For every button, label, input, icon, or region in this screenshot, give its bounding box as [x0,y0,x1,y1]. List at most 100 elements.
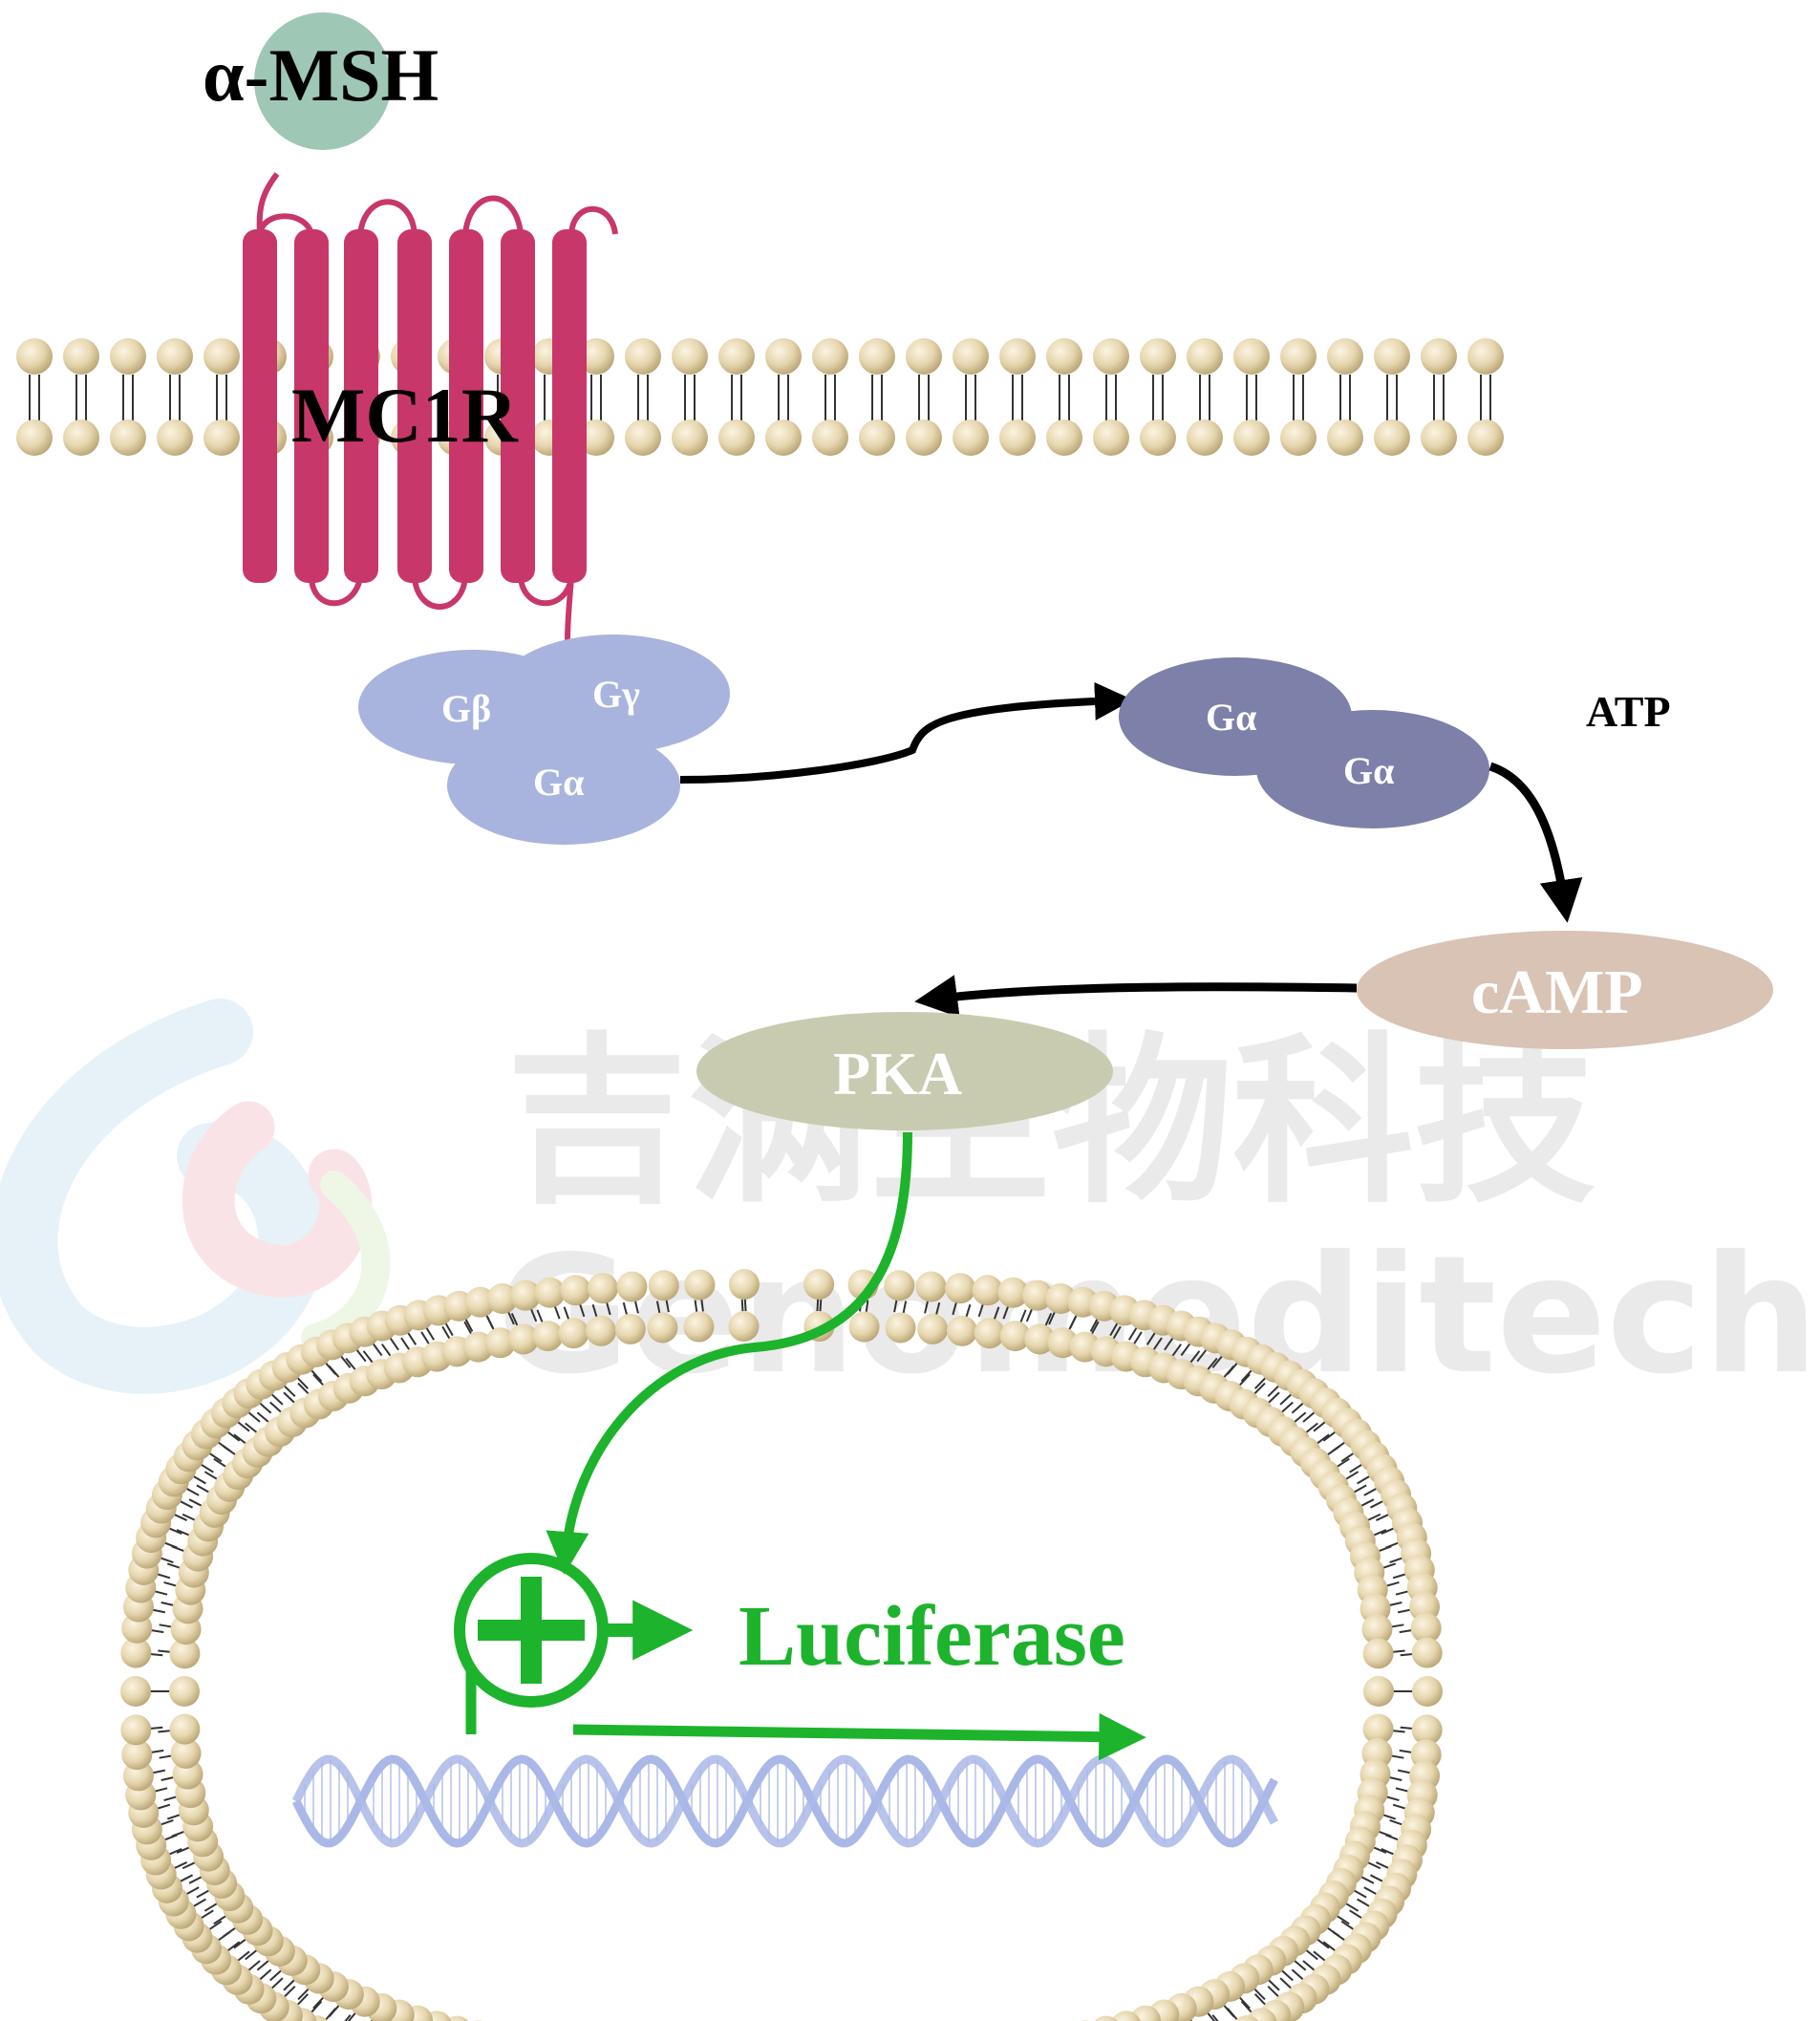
watermark-logo [0,999,326,1394]
nuclear-lipid-head [120,1714,152,1746]
nuclear-lipid-head [884,1270,915,1301]
lipid-head [1421,338,1457,375]
nuclear-lipid-head [1111,2010,1141,2021]
lipid-head [110,338,146,375]
nuclear-lipid-head [915,1271,947,1302]
lipid-head [1280,338,1317,375]
g-gamma-label: Gγ [592,673,640,716]
activation-arrow [679,681,1133,784]
nuclear-lipid-head [917,1313,949,1344]
nuclear-lipid-head [728,1269,760,1301]
nuclear-lipid-head [169,1638,201,1669]
nuclear-lipid-head [1234,2015,1259,2021]
nuclear-lipid-head [169,1713,201,1745]
nuclear-lipid-tail [1211,2014,1219,2021]
atp-label: ATP [1586,687,1671,736]
reporter-label: Luciferase [739,1589,1125,1684]
ligand-circle [254,12,392,150]
nuclear-lipid-head [1024,1323,1056,1355]
tm-helix-6 [501,229,535,583]
nuclear-lipid-head [1411,1637,1443,1668]
tm-helix-7 [552,229,587,583]
nuclear-lipid-head [120,1637,152,1668]
camp-to-pka-arrow [914,975,1358,1018]
lipid-head [906,338,942,375]
lipid-head [16,419,53,456]
nuclear-lipid-head [558,1318,589,1349]
lipid-head [157,338,193,375]
g-alpha-active-label-1: Gα [1206,696,1256,739]
nuclear-lipid-head [1094,2015,1118,2021]
nuclear-lipid-head [683,1311,715,1343]
g-gamma-subunit [497,634,730,753]
nuclear-lipid-head [1021,1279,1053,1311]
tm-helix-3 [344,229,378,583]
lipid-head [625,338,661,375]
lipid-head [203,338,240,375]
nuclear-lipid-head [1362,1713,1394,1745]
lipid-head [16,338,53,375]
lipid-head [953,419,989,456]
nuclear-lipid-head [484,1327,516,1359]
tm-helix-1 [243,229,277,583]
lipid-head [1093,338,1129,375]
plasma-membrane [16,338,1504,456]
lipid-head [1374,338,1410,375]
nuclear-lipid-head [170,1737,202,1769]
lipid-head [1467,419,1504,456]
lipid-head [1187,338,1223,375]
lipid-head [765,338,802,375]
g-alpha-active-2 [1256,710,1489,828]
lipid-head [1140,419,1176,456]
nuclear-lipid-head [121,1739,153,1771]
dna-helix [291,1754,1278,1848]
plus-icon [478,1577,585,1684]
nuclear-lipid-head [728,1311,760,1343]
pka-node: PKA [696,1012,1113,1130]
lipid-head [1467,338,1504,375]
nuclear-lipid-head [560,1275,591,1306]
nuclear-lipid-head [974,1318,1005,1349]
lipid-head [812,419,848,456]
lipid-head [1327,338,1363,375]
nuclear-lipid-head [1362,1638,1394,1669]
nuclear-lipid-head [486,1282,518,1314]
nuclear-membrane [120,1269,1443,2021]
nuclear-lipid-head [1361,1614,1393,1645]
nuclear-lipid-head [885,1312,916,1344]
nuclear-lipid-head [169,1676,200,1707]
lipid-head [63,338,99,375]
lipid-head [203,419,240,456]
lipid-head [1233,419,1270,456]
lipid-head [718,338,755,375]
nuclear-lipid-head [532,1321,564,1352]
g-protein-trimer: Gβ Gγ Gα [358,634,730,845]
lipid-head [110,419,146,456]
nuclear-lipid-head [586,1315,617,1346]
lipid-head [1140,338,1176,375]
lipid-head [1421,419,1457,456]
g-alpha-subunit [447,726,680,845]
g-beta-label: Gβ [441,687,491,730]
transcription-arrow [572,1712,1146,1761]
lipid-head [1280,419,1317,456]
ligand-label: α-MSH [203,33,439,117]
lipid-head [1046,419,1082,456]
dna-strand-1 [291,1754,1278,1848]
lipid-head [1327,419,1363,456]
nuclear-lipid-head [614,1313,646,1344]
camp-label: cAMP [1471,957,1643,1027]
nuclear-lipid-head [616,1271,648,1302]
nuclear-lipid-head [1363,1676,1394,1707]
lipid-head [157,419,193,456]
lipid-head [765,419,802,456]
alpha-msh-ligand: α-MSH [203,12,439,150]
camp-node: cAMP [1357,931,1773,1049]
nuclear-lipid-head [945,1273,976,1304]
nuclear-lipid-head [999,1321,1031,1352]
lipid-head [1374,419,1410,456]
lipid-head [578,419,614,456]
nuclear-lipid-head [445,2015,469,2021]
nuclear-lipid-head [1411,1714,1443,1746]
